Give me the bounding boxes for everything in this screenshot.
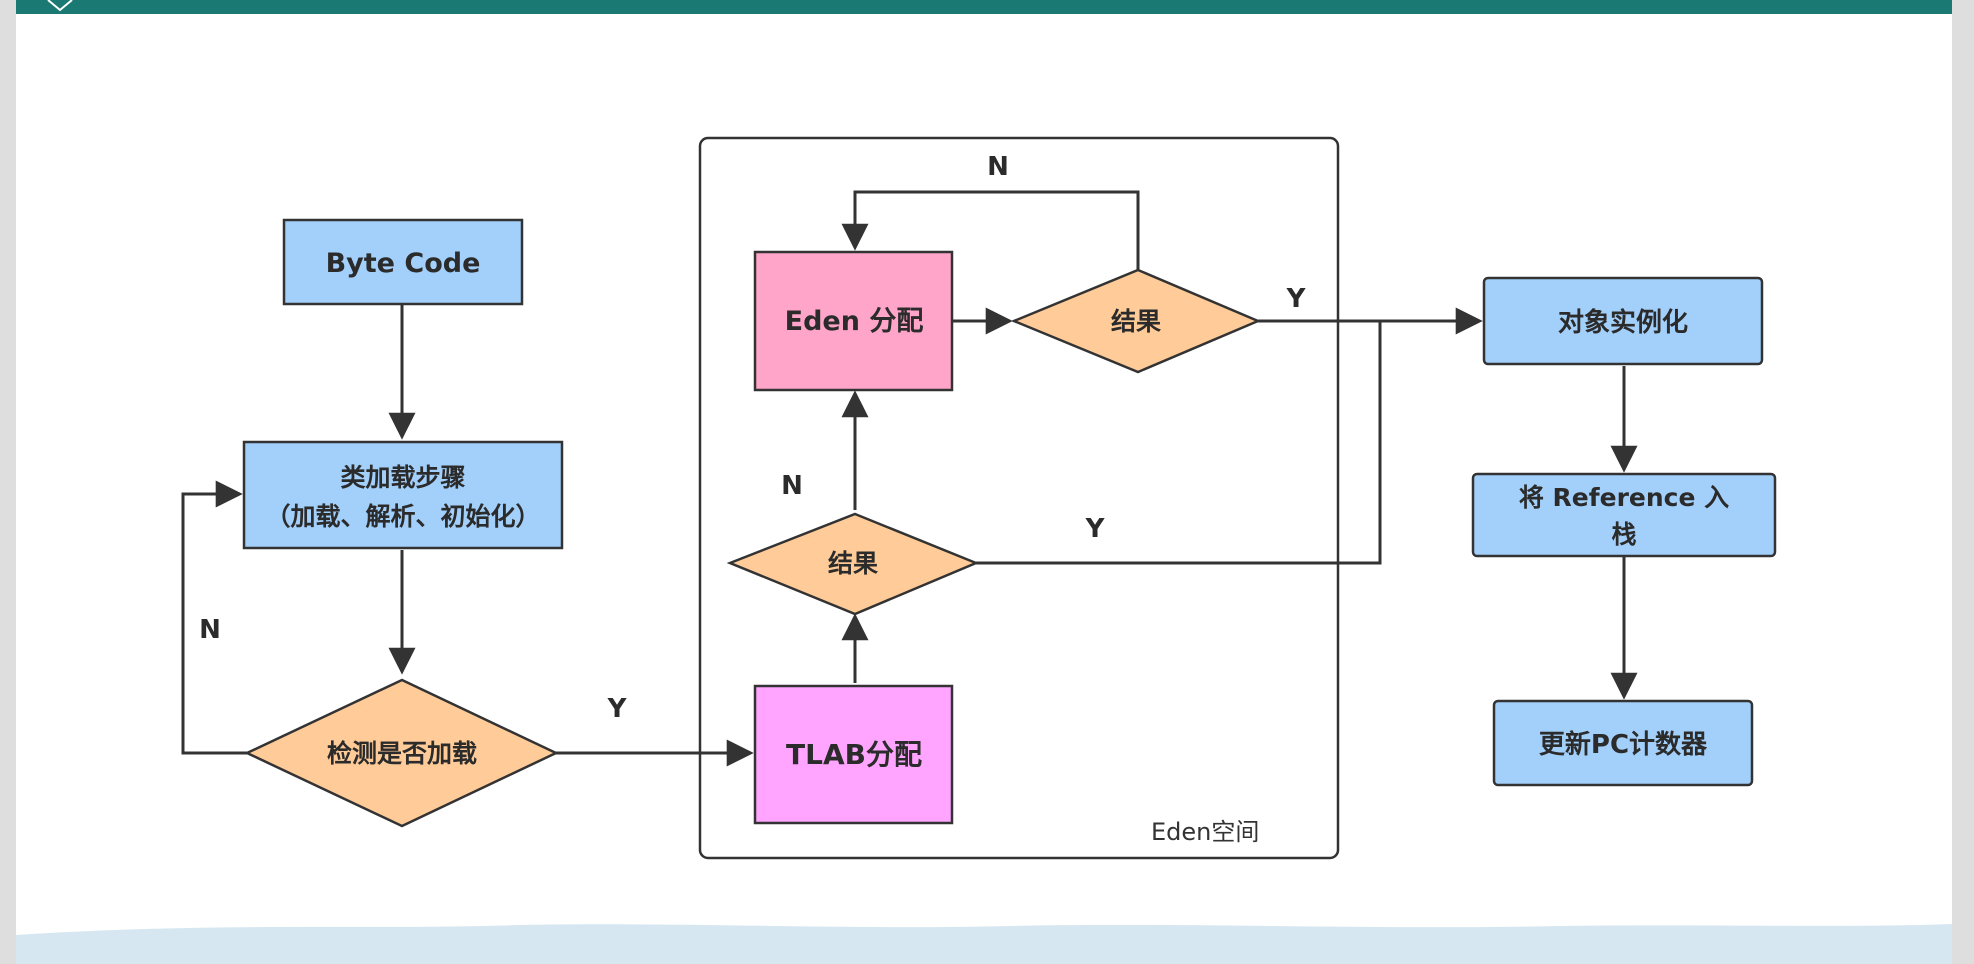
- eden-allocation-label: Eden 分配: [785, 306, 924, 337]
- eden-result-label: 结果: [1111, 307, 1161, 336]
- edge-label-upper-yes: Y: [1286, 284, 1307, 314]
- eden-allocation-node: [753, 250, 954, 392]
- top-accent-bar: [16, 0, 1952, 14]
- edge-lower-yes: [976, 321, 1382, 565]
- tlab-allocation-label: TLAB分配: [786, 738, 922, 771]
- class-loading-label-line2: （加载、解析、初始化）: [265, 502, 540, 531]
- eden-result-decision: [1010, 268, 1262, 374]
- edge-label-check-no: N: [199, 615, 221, 645]
- edge-check-no: [181, 480, 247, 755]
- right-window-border: [1952, 0, 1974, 964]
- edge-label-upper-no: N: [987, 152, 1009, 182]
- check-loaded-label: 检测是否加载: [327, 739, 477, 768]
- check-loaded-decision: [244, 678, 559, 828]
- byte-code-label: Byte Code: [326, 248, 481, 279]
- tlab-allocation-node: [753, 684, 954, 825]
- edge-label-check-yes: Y: [607, 694, 628, 724]
- update-pc-node: [1492, 699, 1754, 787]
- class-loading-label-line1: 类加载步骤: [340, 463, 465, 492]
- edge-upper-no: [841, 190, 1140, 270]
- tlab-result-decision: [726, 512, 980, 616]
- edge-label-lower-no: N: [781, 471, 803, 501]
- push-reference-node: [1471, 472, 1777, 558]
- push-reference-label-line1: 将 Reference 入: [1519, 483, 1729, 512]
- update-pc-label: 更新PC计数器: [1539, 729, 1708, 760]
- top-bar-diamond-icon: [47, 0, 73, 12]
- tlab-result-label: 结果: [828, 549, 878, 578]
- eden-space-label: Eden空间: [1151, 818, 1259, 846]
- edge-label-lower-yes: Y: [1085, 514, 1106, 544]
- eden-space-group: [698, 136, 1340, 860]
- object-instantiation-node: [1482, 276, 1764, 366]
- object-instantiation-label: 对象实例化: [1558, 307, 1688, 338]
- bottom-decoration-band: [16, 924, 1952, 964]
- byte-code-node: [282, 218, 524, 306]
- push-reference-label-line2: 栈: [1611, 520, 1636, 549]
- class-loading-node: [242, 440, 564, 550]
- left-window-border: [0, 0, 16, 964]
